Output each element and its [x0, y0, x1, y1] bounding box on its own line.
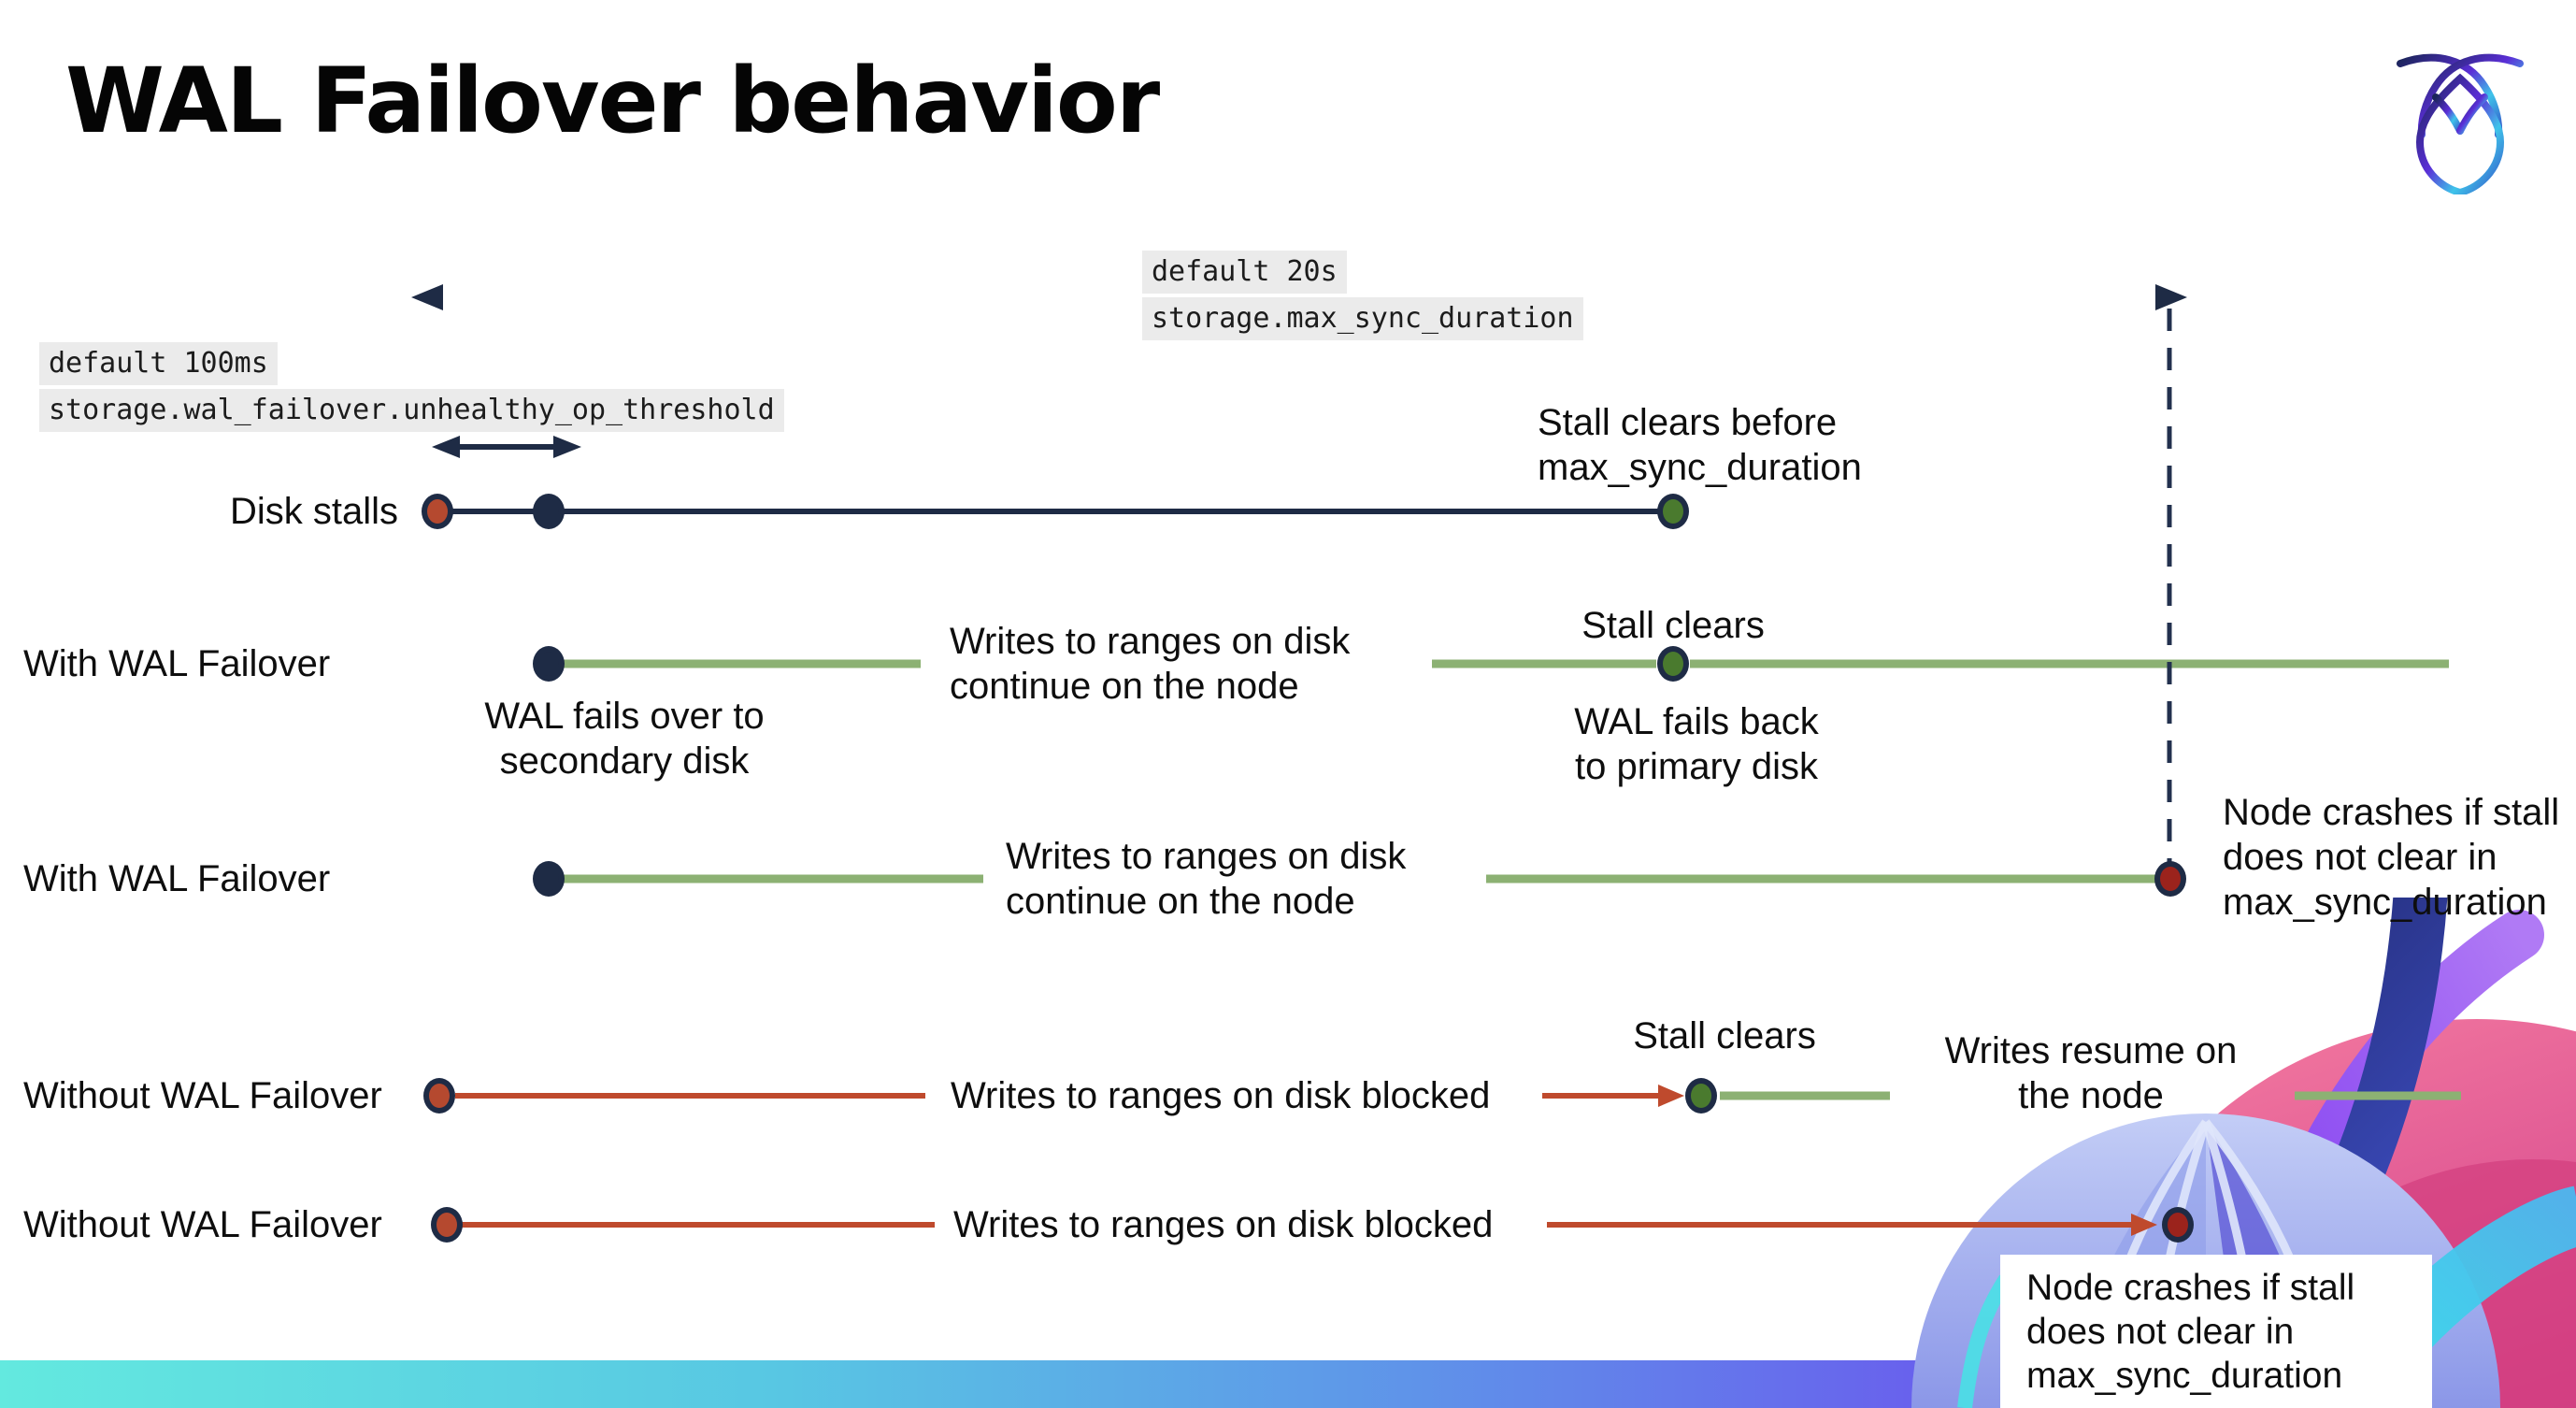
node-crash-note: Node crashes if stall does not clear in … — [2026, 1268, 2355, 1396]
row-label-disk-stalls: Disk stalls — [229, 491, 398, 532]
row-label-with-wal-failover-2: With WAL Failover — [23, 858, 331, 899]
stall-clear-dot — [1657, 646, 1689, 682]
blocked-writes-line — [460, 1222, 935, 1228]
unhealthy-op-threshold-arrow — [432, 436, 581, 458]
failover-threshold-dot — [533, 494, 565, 529]
blocked-writes-line — [455, 1093, 925, 1099]
writes-continue-note: Writes to ranges on disk continue on the… — [1006, 836, 1407, 922]
blocked-line-arrowhead — [2131, 1214, 2157, 1236]
max-sync-setting-name: storage.max_sync_duration — [1142, 297, 1583, 340]
cockroachdb-logo-icon — [2397, 53, 2524, 194]
stall-clears-note: Stall clears — [1633, 1015, 1816, 1056]
page-title: WAL Failover behavior — [65, 49, 1160, 153]
healthy-writes-line — [1720, 1091, 1890, 1100]
unhealthy-op-threshold-labels: default 100ms storage.wal_failover.unhea… — [39, 342, 784, 436]
stall-clear-dot — [1657, 494, 1689, 529]
row-label-without-wal-failover-1: Without WAL Failover — [23, 1075, 382, 1116]
writes-blocked-note: Writes to ranges on disk blocked — [953, 1204, 1494, 1245]
unhealthy-op-default-label: default 100ms — [39, 342, 278, 385]
blocked-line-arrowhead — [1658, 1085, 1684, 1107]
disk-stalls-timeline-line — [437, 509, 1673, 514]
disk-stall-start-dot — [431, 1207, 463, 1243]
stall-clears-note: Stall clears — [1581, 605, 1765, 646]
node-crash-dot — [2154, 861, 2186, 897]
blocked-writes-line — [1542, 1093, 1662, 1099]
deadline-dashed-connector — [2167, 309, 2172, 862]
writes-continue-note: Writes to ranges on disk continue on the… — [950, 621, 1351, 707]
wal-fails-back-note: WAL fails back to primary disk — [1574, 701, 1819, 787]
stall-clears-before-note: Stall clears before max_sync_duration — [1538, 402, 1862, 488]
node-crash-note: Node crashes if stall does not clear in … — [2223, 792, 2560, 923]
node-crash-note-box: Node crashes if stall does not clear in … — [2000, 1255, 2432, 1408]
row-label-without-wal-failover-2: Without WAL Failover — [23, 1204, 382, 1245]
healthy-writes-line — [563, 874, 983, 884]
unhealthy-op-setting-name: storage.wal_failover.unhealthy_op_thresh… — [39, 389, 784, 432]
healthy-writes-line — [1690, 659, 2449, 668]
failover-trigger-dot — [533, 646, 565, 682]
disk-stall-start-dot — [422, 494, 453, 529]
max-sync-default-label: default 20s — [1142, 251, 1347, 294]
healthy-writes-line — [1486, 874, 2161, 884]
stall-clear-dot — [1685, 1078, 1717, 1113]
writes-resume-note: Writes resume on the node — [1944, 1030, 2238, 1116]
node-crash-dot — [2162, 1207, 2194, 1243]
disk-stall-start-dot — [423, 1078, 455, 1113]
writes-blocked-note: Writes to ranges on disk blocked — [951, 1075, 1491, 1116]
healthy-writes-line — [2295, 1091, 2461, 1100]
max-sync-duration-labels: default 20s storage.max_sync_duration — [1142, 251, 1583, 344]
blocked-writes-line — [1547, 1222, 2133, 1228]
row-label-with-wal-failover-1: With WAL Failover — [23, 643, 331, 684]
healthy-writes-line — [1432, 659, 1656, 668]
wal-fails-over-note: WAL fails over to secondary disk — [484, 696, 765, 782]
failover-trigger-dot — [533, 861, 565, 897]
healthy-writes-line — [561, 659, 921, 668]
